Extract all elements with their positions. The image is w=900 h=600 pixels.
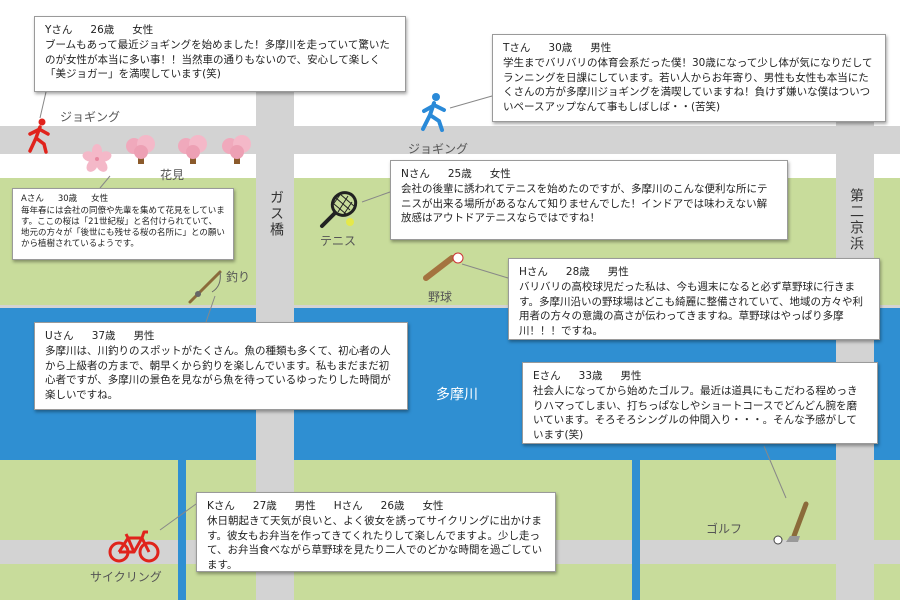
commenter-name: Hさん [519,266,548,278]
golf-club-icon [773,501,809,545]
commenter-sex: 男性 [294,500,316,512]
comment-card-h: Hさん 28歳 男性 バリバリの高校球児だった私は、今も週末になると必ず草野球に行き… [508,258,880,340]
cycling-label: サイクリング [90,570,162,584]
commenter-sex-2: 女性 [422,500,444,512]
comment-text: バリバリの高校球児だった私は、今も週末になると必ず草野球に行きます。多摩川沿いの… [519,281,863,337]
daini-keihin-label: 第二京浜 [848,188,864,252]
comment-text: ブームもあって最近ジョギングを始めました！多摩川を走っていて驚いたのが女性が本当… [45,39,390,81]
commenter-age: 25歳 [447,168,472,180]
commenter-sex: 男性 [590,42,612,54]
commenter-name: Uさん [45,330,74,342]
jogger-icon [421,93,446,132]
commenter-sex: 男性 [620,370,642,382]
commenter-age: 30歳 [57,194,78,204]
water-channel-right [632,460,640,600]
comment-text: 毎年春には会社の同僚や先輩を集めて花見をしています。ここの桜は「21世紀桜」と名… [21,206,225,250]
river-edge-line [0,305,900,308]
commenter-age: 33歳 [578,370,603,382]
commenter-name: Yさん [45,24,73,36]
commenter-name: Kさん [207,500,235,512]
commenter-name: Eさん [533,370,561,382]
comment-text: 多摩川は、川釣りのスポットがたくさん。魚の種類も多くて、初心者の人から上級者の方… [45,345,391,401]
comment-card-y: Yさん 26歳 女性 ブームもあって最近ジョギングを始めました！多摩川を走っていて驚… [34,16,406,92]
commenter-age: 28歳 [565,266,590,278]
fishing-rod-icon [188,270,222,304]
tennis-racket-icon [320,191,358,228]
yakyu-label: 野球 [428,290,453,304]
tennis-label: テニス [320,234,357,248]
hanami-label: 花見 [160,168,185,182]
commenter-age-2: 26歳 [380,500,405,512]
water-channel-left [178,460,186,600]
comment-card-u: Uさん 37歳 男性 多摩川は、川釣りのスポットがたくさん。魚の種類も多くて、初心者… [34,322,408,410]
commenter-name: Tさん [503,42,531,54]
daini-keihin-road [836,80,874,600]
jogger-icon [28,118,50,154]
cherry-tree-icon [178,135,207,164]
commenter-age: 30歳 [548,42,573,54]
commenter-sex: 女性 [91,194,109,204]
tsuri-label: 釣り [226,270,251,284]
baseball-bat-icon [423,252,464,281]
commenter-age: 37歳 [91,330,116,342]
commenter-age: 26歳 [90,24,115,36]
commenter-sex: 女性 [489,168,511,180]
commenter-name: Aさん [21,194,44,204]
comment-text: 学生までバリバリの体育会系だった僕！30歳になって少し体が気になりだしてランニン… [503,57,873,113]
jogging-label-left: ジョギング [60,110,121,124]
cherry-tree-icon [126,135,155,164]
comment-card-n: Nさん 25歳 女性 会社の後輩に誘われてテニスを始めたのですが、多摩川のこんな便利… [390,160,788,240]
commenter-sex: 男性 [133,330,155,342]
bicycle-icon [108,530,160,563]
commenter-age: 27歳 [252,500,277,512]
commenter-name-2: Hさん [333,500,363,512]
comment-text: 休日朝起きて天気が良いと、よく彼女を誘ってサイクリングに出かけます。彼女もお弁当… [207,515,543,571]
sakura-flower-icon [82,144,112,172]
comment-text: 会社の後輩に誘われてテニスを始めたのですが、多摩川のこんな便利な所にテニスが出来… [401,183,768,225]
comment-card-kh: Kさん 27歳 男性 Hさん 26歳 女性 休日朝起きて天気が良いと、よく彼女を誘ってサイ… [196,492,556,572]
cherry-tree-icon [222,135,251,164]
tamagawa-label: 多摩川 [436,387,478,403]
comment-text: 社会人になってから始めたゴルフ。最近は道具にもこだわる程めっきりハマってしまい、… [533,385,858,441]
comment-card-a: Aさん 30歳 女性 毎年春には会社の同僚や先輩を集めて花見をしています。ここの桜は… [12,188,234,260]
golf-label: ゴルフ [706,522,743,536]
gasu-bashi-label: ガス橋 [268,190,284,238]
comment-card-t: Tさん 30歳 男性 学生までバリバリの体育会系だった僕！30歳になって少し体が気に… [492,34,886,122]
commenter-name: Nさん [401,168,430,180]
commenter-sex: 男性 [607,266,629,278]
comment-card-e: Eさん 33歳 男性 社会人になってから始めたゴルフ。最近は道具にもこだわる程めっき… [522,362,878,444]
jogging-label-right: ジョギング [408,142,469,156]
commenter-sex: 女性 [132,24,154,36]
